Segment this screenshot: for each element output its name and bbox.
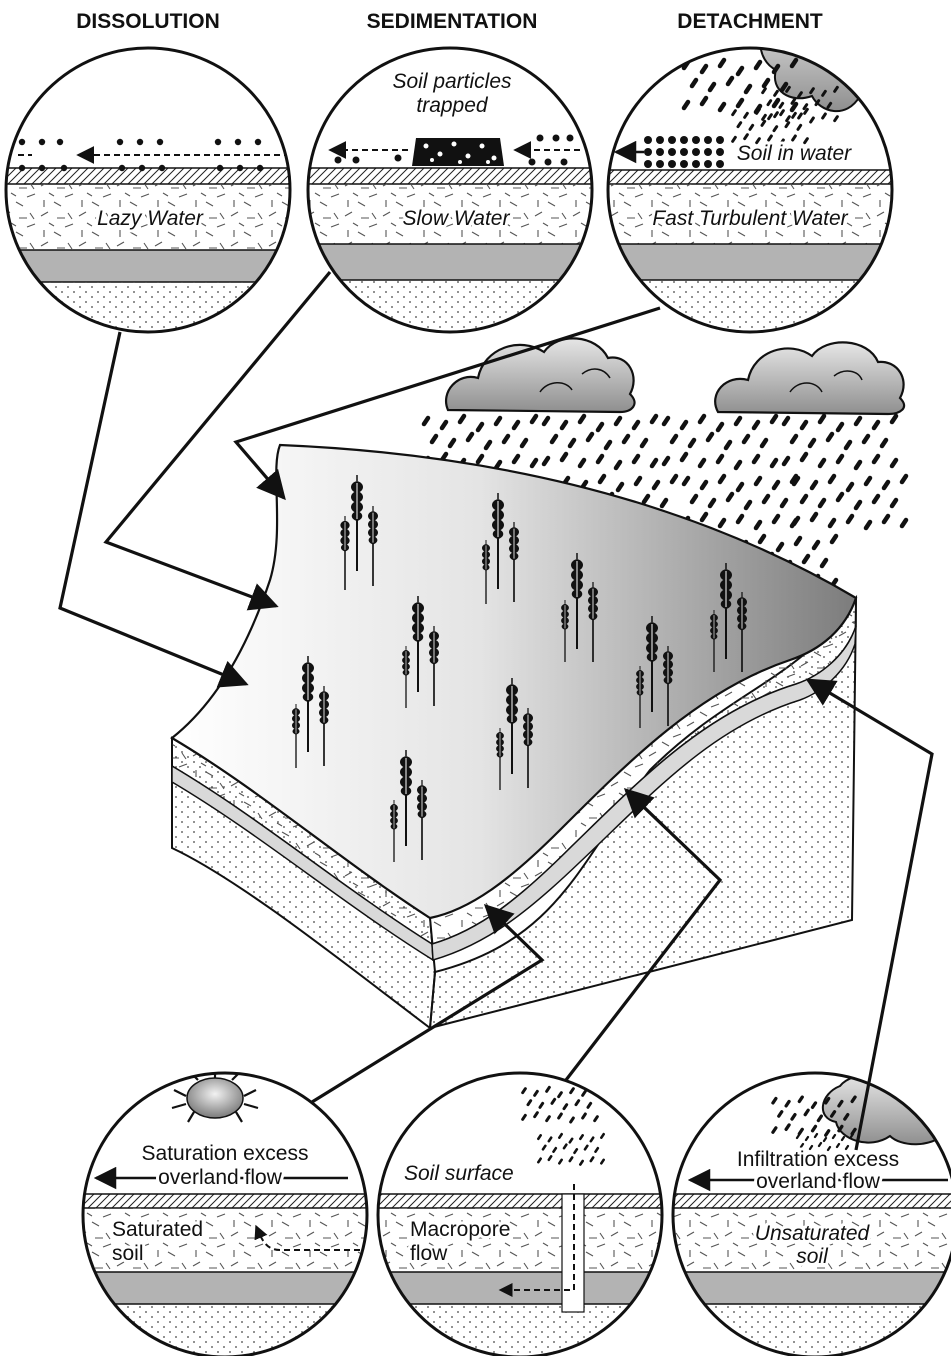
label-slow-water: Slow Water	[403, 207, 511, 230]
circle-saturation-excess: Saturation excess overland flow Saturate…	[80, 1066, 380, 1356]
header-sedimentation: SEDIMENTATION	[367, 10, 538, 33]
label-macropore: Macropore	[410, 1218, 510, 1241]
label-soil-in-water: Soil in water	[737, 142, 852, 165]
label-saturation-excess: Saturation excess	[142, 1142, 309, 1165]
label-infiltration-overland-flow: overland flow	[756, 1170, 881, 1193]
circle-dissolution: Lazy Water	[0, 48, 300, 342]
header-detachment: DETACHMENT	[677, 10, 823, 33]
label-fast-turbulent-water: Fast Turbulent Water	[652, 207, 848, 230]
label-saturated: Saturated	[112, 1218, 203, 1241]
circle-detachment: Soil in water Fast Turbulent Water	[600, 5, 900, 340]
label-saturated-soil: soil	[112, 1242, 144, 1265]
label-saturation-overland-flow: overland flow	[158, 1166, 283, 1189]
label-macropore-flow: flow	[410, 1242, 448, 1265]
cloud-left	[446, 338, 634, 412]
label-unsaturated-soil: soil	[796, 1245, 829, 1268]
label-soil-surface: Soil surface	[404, 1162, 514, 1185]
header-dissolution: DISSOLUTION	[76, 10, 220, 33]
label-trapped: trapped	[416, 94, 489, 117]
circle-sedimentation: Soil particles trapped Slow Water	[300, 48, 600, 340]
circle-macropore: Soil surface Macropore flow	[370, 1073, 670, 1356]
circle-infiltration-excess: Infiltration excess overland flow Unsatu…	[670, 1073, 951, 1356]
label-lazy-water: Lazy Water	[97, 207, 204, 230]
label-soil-particles: Soil particles	[392, 70, 512, 93]
cloud-right	[715, 342, 904, 414]
label-infiltration-excess: Infiltration excess	[737, 1148, 899, 1171]
label-unsaturated: Unsaturated	[755, 1222, 871, 1245]
arrow-dissolution-to-slope	[60, 332, 246, 684]
